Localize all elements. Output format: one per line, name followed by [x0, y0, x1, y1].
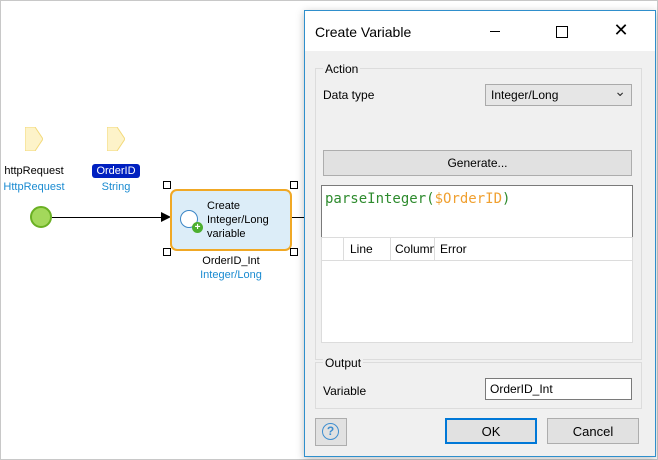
expression-open-paren: (: [426, 191, 435, 207]
help-button[interactable]: ?: [315, 418, 347, 446]
cancel-button[interactable]: Cancel: [547, 418, 639, 444]
create-variable-activity[interactable]: + Create Integer/Long variable: [170, 189, 292, 251]
parameter-type: HttpRequest: [3, 181, 65, 193]
parameter-orderid[interactable]: OrderID String: [71, 126, 161, 194]
ok-button[interactable]: OK: [445, 418, 537, 444]
close-button[interactable]: ✕: [598, 19, 644, 43]
parameter-name: OrderID: [92, 164, 140, 178]
variable-label: Variable: [323, 384, 367, 398]
column-header[interactable]: [322, 238, 344, 260]
sequence-flow-out[interactable]: [292, 217, 306, 218]
output-group: Output: [315, 356, 642, 409]
maximize-icon: [556, 26, 568, 38]
chevron-down-icon: ⌄: [614, 83, 626, 99]
expression-code: parseInteger($OrderID): [325, 191, 510, 207]
dialog-titlebar[interactable]: Create Variable ✕: [305, 11, 655, 51]
flow-arrow-icon: [161, 212, 171, 222]
create-variable-icon: +: [180, 210, 203, 233]
dialog-title: Create Variable: [315, 24, 412, 40]
close-icon: ✕: [613, 20, 629, 40]
activity-caption-line: variable: [207, 228, 246, 240]
expression-close-paren: ): [502, 191, 511, 207]
expression-argument: $OrderID: [434, 191, 503, 207]
generate-button[interactable]: Generate...: [323, 150, 632, 176]
parameter-document-icon: [24, 126, 44, 152]
data-type-value: Integer/Long: [491, 88, 559, 102]
maximize-button[interactable]: [539, 19, 585, 43]
selection-handle[interactable]: [290, 248, 298, 256]
expression-function: parseInteger: [325, 191, 427, 207]
error-table-header: Line Column Error: [322, 238, 632, 261]
action-group: Action: [315, 62, 642, 360]
parameter-document-icon: [106, 126, 126, 152]
expression-editor[interactable]: parseInteger($OrderID): [321, 185, 633, 239]
plus-icon: +: [192, 222, 203, 233]
activity-output-variable: OrderID_Int Integer/Long: [170, 254, 292, 282]
sequence-flow[interactable]: [52, 217, 162, 218]
column-header-line[interactable]: Line: [344, 238, 391, 260]
selection-handle[interactable]: [163, 248, 171, 256]
output-variable-type: Integer/Long: [200, 269, 262, 281]
data-type-label: Data type: [323, 88, 375, 102]
create-variable-dialog: Create Variable ✕ Action Data type Integ…: [304, 10, 656, 457]
activity-caption: Create Integer/Long variable: [207, 199, 287, 241]
column-header-column[interactable]: Column: [391, 238, 435, 260]
output-variable-name: OrderID_Int: [202, 255, 260, 267]
start-event[interactable]: [30, 206, 52, 228]
error-table[interactable]: Line Column Error: [321, 237, 633, 343]
activity-caption-line: Create: [207, 200, 241, 212]
variable-name-value: OrderID_Int: [490, 382, 553, 396]
column-header-error[interactable]: Error: [440, 242, 467, 256]
action-group-title: Action: [323, 62, 361, 76]
parameter-name: httpRequest: [4, 165, 64, 177]
minimize-icon: [490, 31, 500, 32]
data-type-select[interactable]: Integer/Long ⌄: [485, 83, 632, 106]
parameter-type: String: [101, 181, 131, 193]
minimize-button[interactable]: [472, 19, 518, 43]
parameter-httprequest[interactable]: httpRequest HttpRequest: [0, 126, 79, 194]
activity-caption-line: Integer/Long: [207, 214, 269, 226]
help-icon: ?: [322, 423, 339, 440]
output-group-title: Output: [323, 356, 364, 370]
selection-handle[interactable]: [290, 181, 298, 189]
selection-handle[interactable]: [163, 181, 171, 189]
variable-name-input[interactable]: OrderID_Int: [485, 378, 632, 400]
